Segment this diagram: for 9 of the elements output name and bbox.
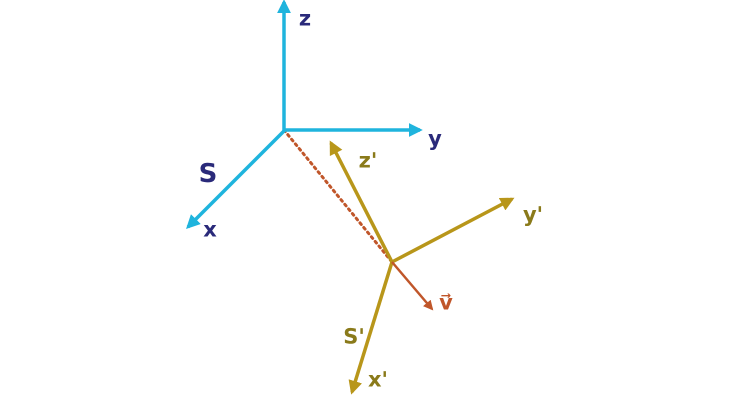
axis-label: x' <box>368 370 388 390</box>
frame-label: S <box>198 161 218 187</box>
axis-label: x <box>203 220 217 240</box>
axis-label: z' <box>358 150 378 172</box>
frame-label: S' <box>343 326 365 348</box>
axis-label: y' <box>522 204 544 226</box>
axis-label: y <box>428 128 442 150</box>
axis-label: z <box>298 8 312 30</box>
vector-label: v⃗ <box>439 292 453 314</box>
